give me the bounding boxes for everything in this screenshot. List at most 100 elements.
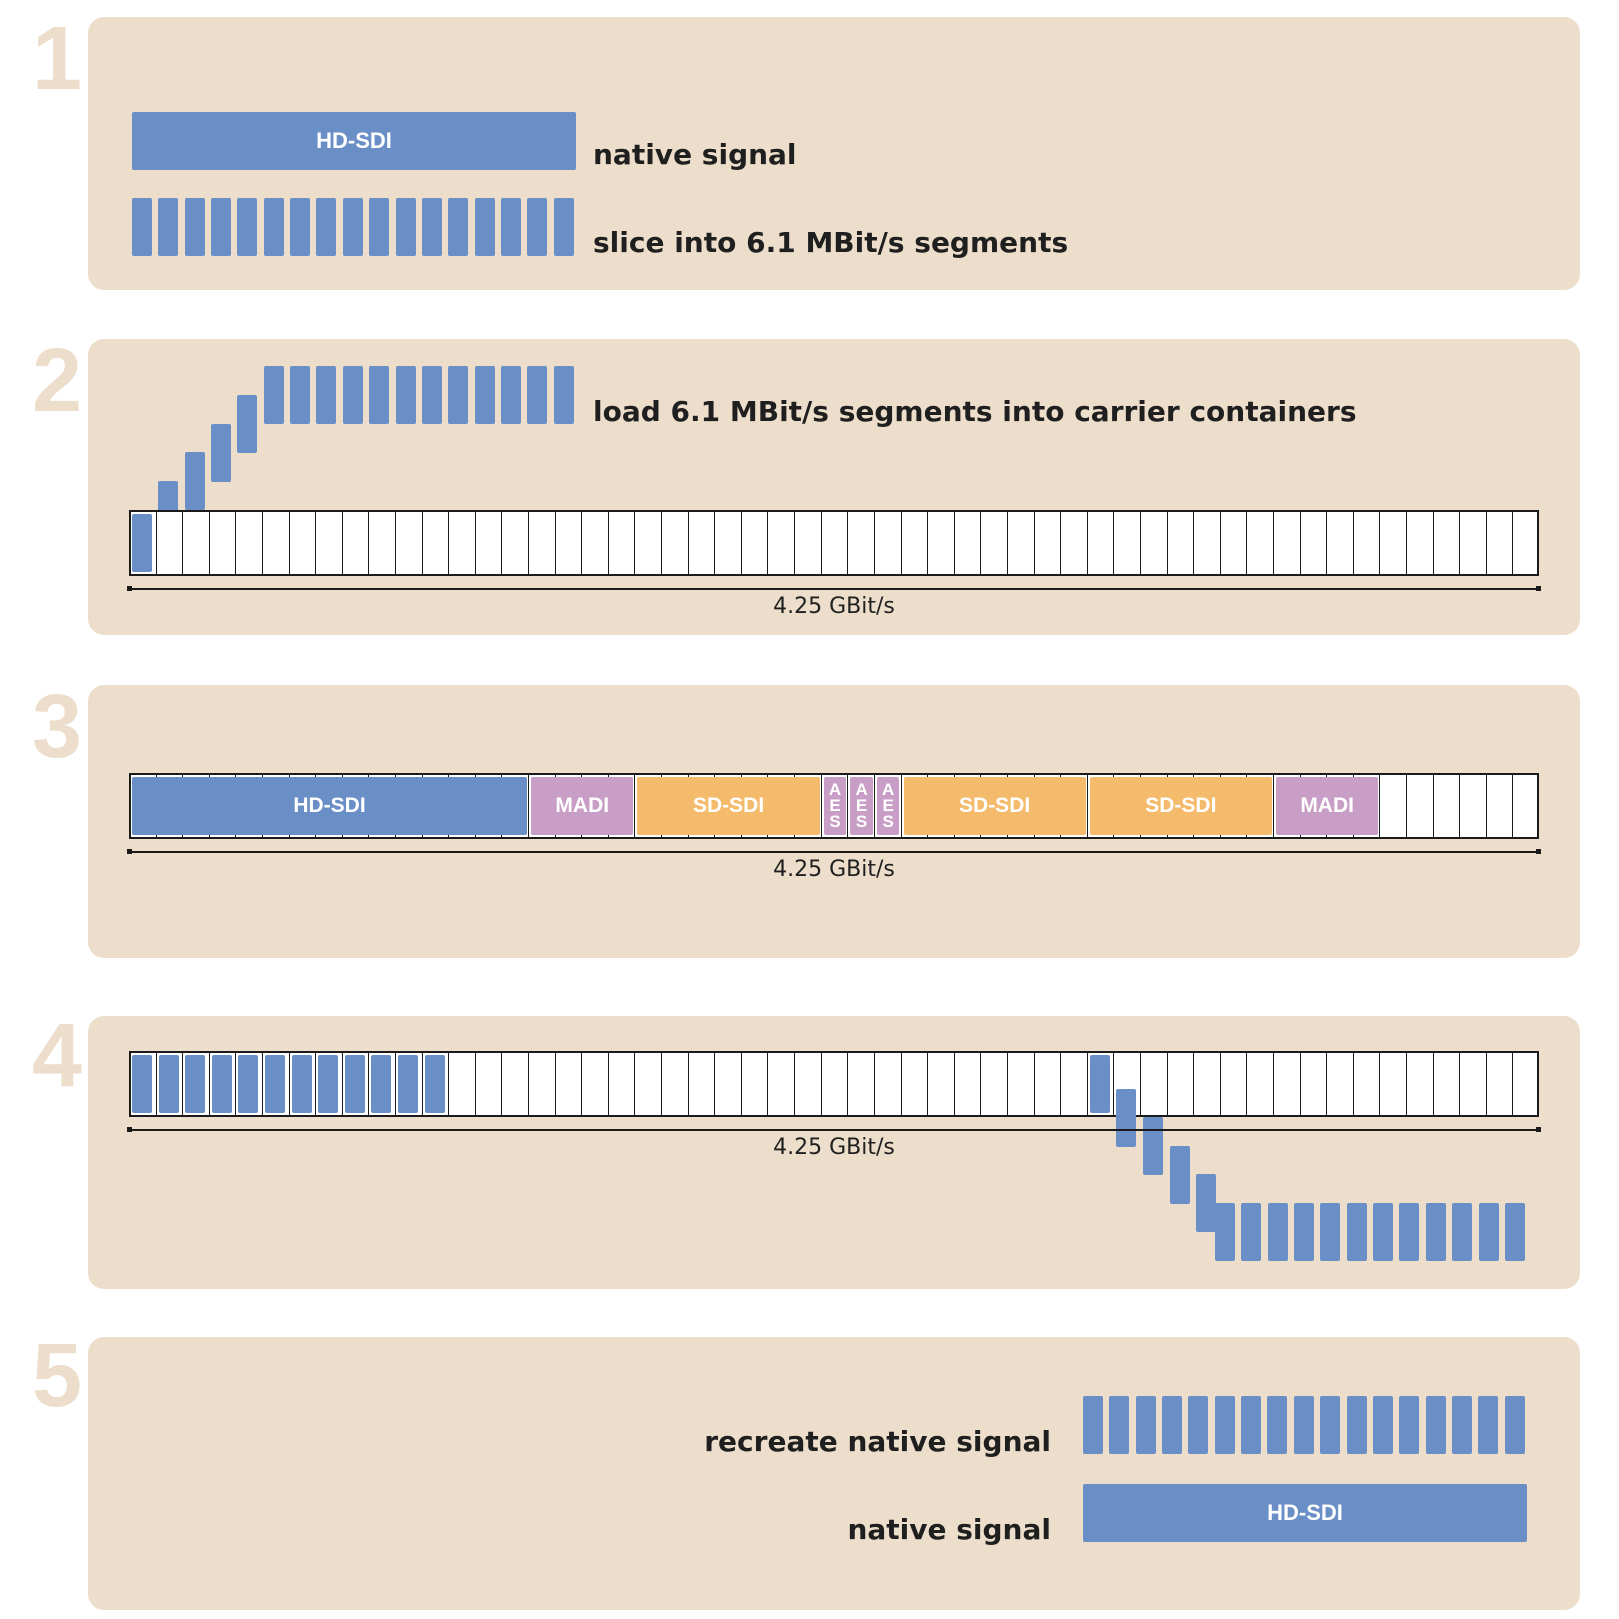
aes-letter: A <box>855 780 868 799</box>
aes-letter: S <box>882 812 894 831</box>
container-slot <box>1139 1053 1141 1115</box>
container-slot <box>368 1053 370 1115</box>
segment <box>1241 1203 1262 1261</box>
container-slot <box>1432 1053 1434 1115</box>
step-3-rate-label: 4.25 GBit/s <box>773 857 895 882</box>
aes-letter: S <box>855 812 868 831</box>
container-slot <box>1405 512 1407 574</box>
container-slot <box>740 512 742 574</box>
step-number-2: 2 <box>32 331 83 431</box>
container-slot <box>634 775 636 837</box>
container-slot <box>1512 775 1514 837</box>
step-2-container-row <box>129 510 1539 576</box>
step-2-rate-label: 4.25 GBit/s <box>773 594 895 619</box>
container-slot <box>368 512 370 574</box>
container-slot <box>501 1053 503 1115</box>
loaded-segment <box>238 1055 259 1113</box>
loaded-segment <box>211 1055 232 1113</box>
segment <box>316 366 337 424</box>
segment <box>1399 1396 1420 1454</box>
segment <box>1083 1396 1103 1454</box>
block-sd-sdi: SD-SDI <box>903 777 1086 835</box>
segment <box>1116 1089 1137 1147</box>
container-slot <box>288 512 290 574</box>
segment <box>500 198 521 256</box>
container-slot <box>1033 1053 1035 1115</box>
step-4-rate-label: 4.25 GBit/s <box>773 1135 895 1160</box>
container-slot <box>847 1053 849 1115</box>
container-slot <box>421 512 423 574</box>
segment <box>1109 1396 1130 1454</box>
segment <box>342 198 363 256</box>
loaded-segment <box>424 1055 445 1113</box>
container-slot <box>1166 512 1168 574</box>
container-slot <box>182 512 184 574</box>
block-sd-sdi: SD-SDI <box>637 777 820 835</box>
block-madi: MADI <box>1275 777 1379 835</box>
segment <box>1504 1203 1525 1261</box>
segment <box>237 198 258 256</box>
container-slot <box>1086 512 1088 574</box>
loaded-segment <box>371 1055 392 1113</box>
container-slot <box>900 512 902 574</box>
segment <box>369 366 390 424</box>
segment <box>316 198 337 256</box>
container-slot <box>607 512 609 574</box>
container-slot <box>687 512 689 574</box>
segment <box>421 366 442 424</box>
step-number-4: 4 <box>32 1006 83 1106</box>
aes-letter: A <box>828 780 842 799</box>
step-5-native-signal-bar: HD-SDI <box>1083 1484 1527 1542</box>
segment <box>1504 1396 1525 1454</box>
loaded-segment <box>185 1055 206 1113</box>
container-slot <box>980 1053 982 1115</box>
segment <box>395 198 416 256</box>
container-slot <box>1379 775 1381 837</box>
container-slot <box>794 512 796 574</box>
loaded-segment <box>132 514 152 572</box>
container-slot <box>1246 512 1248 574</box>
container-slot <box>1006 512 1008 574</box>
container-slot <box>1033 512 1035 574</box>
segment <box>1188 1396 1209 1454</box>
aes-letter: E <box>829 796 841 815</box>
container-slot <box>554 1053 556 1115</box>
segment <box>1320 1396 1341 1454</box>
container-slot <box>1299 1053 1301 1115</box>
container-slot <box>1512 1053 1514 1115</box>
container-slot <box>1139 512 1141 574</box>
container-slot <box>528 512 530 574</box>
segment <box>290 198 311 256</box>
segment <box>1451 1396 1472 1454</box>
segment <box>1241 1396 1262 1454</box>
container-slot <box>1166 1053 1168 1115</box>
container-slot <box>1272 775 1274 837</box>
step-3-rate-line <box>127 849 1541 854</box>
aes-letter: E <box>882 796 894 815</box>
container-slot <box>208 512 210 574</box>
container-slot <box>1060 512 1062 574</box>
container-slot <box>235 512 237 574</box>
segment <box>553 198 574 256</box>
step-2-rate-line <box>127 586 1541 591</box>
container-slot <box>581 512 583 574</box>
step-1-slice-caption: slice into 6.1 MBit/s segments <box>593 226 1069 259</box>
segment <box>474 198 495 256</box>
loaded-segment <box>265 1055 286 1113</box>
segment <box>1399 1203 1420 1261</box>
segment <box>1346 1396 1367 1454</box>
container-slot <box>953 512 955 574</box>
loaded-segment <box>344 1055 365 1113</box>
segment <box>1320 1203 1341 1261</box>
container-slot <box>501 512 503 574</box>
container-slot <box>1006 1053 1008 1115</box>
container-slot <box>155 1053 157 1115</box>
segment <box>158 198 179 256</box>
container-slot <box>474 512 476 574</box>
container-slot <box>1485 512 1487 574</box>
container-slot <box>182 1053 184 1115</box>
step-number-3: 3 <box>32 677 83 777</box>
